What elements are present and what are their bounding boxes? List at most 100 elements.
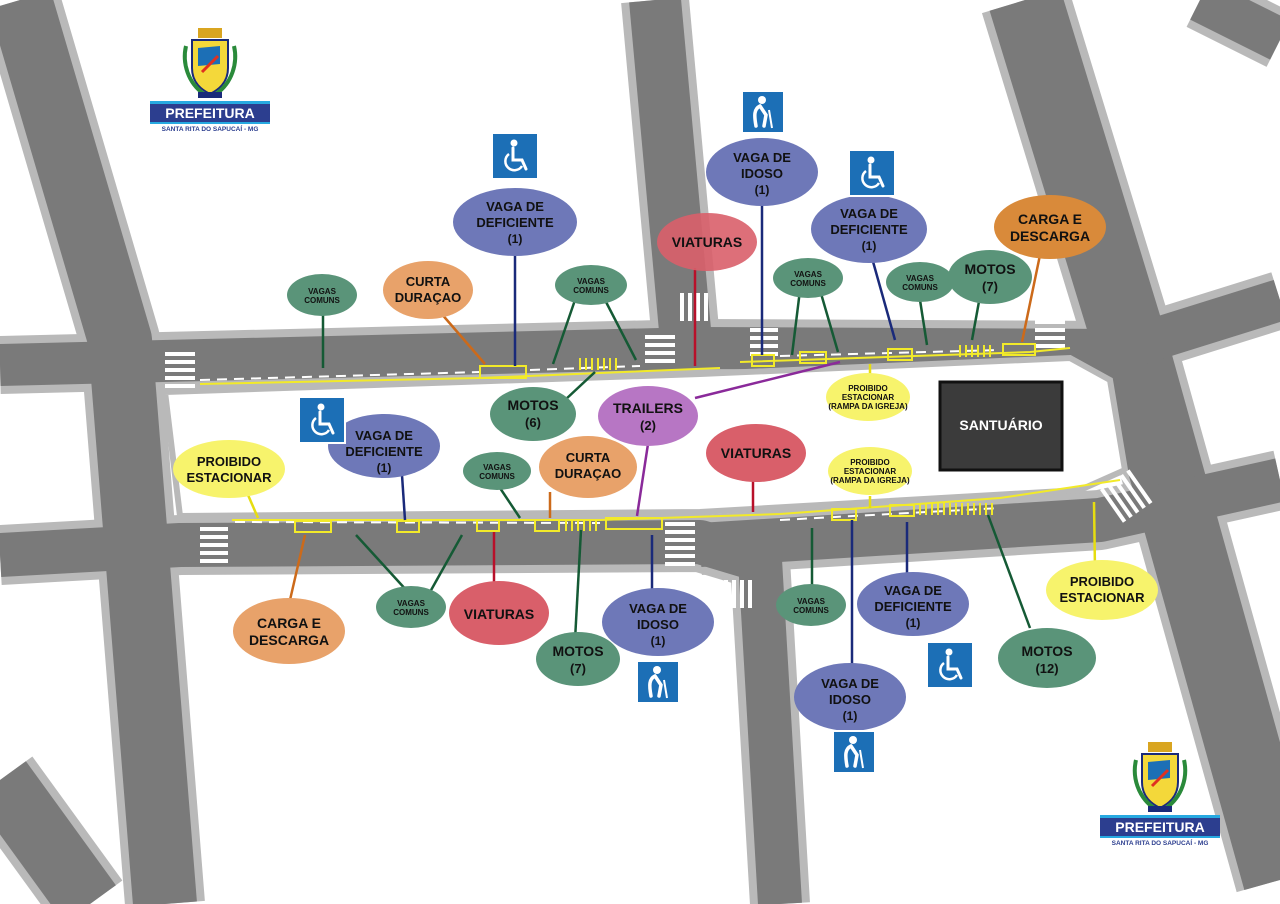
- bubble-line: COMUNS: [790, 279, 826, 288]
- bubble-line: IDOSO: [829, 692, 871, 707]
- bubble-line: IDOSO: [637, 617, 679, 632]
- bubble-line: DESCARGA: [1010, 228, 1090, 244]
- vagas-comuns-bubble-5: VAGAS COMUNS: [463, 452, 531, 490]
- leader-lines: [243, 205, 1097, 668]
- vagas-comuns-bubble-6: VAGAS COMUNS: [376, 586, 446, 628]
- elderly-person-icon: [635, 659, 681, 705]
- bubble-line: COMUNS: [304, 296, 340, 305]
- bubble-line: VAGAS: [794, 270, 823, 279]
- bubble-line: VAGAS: [308, 287, 337, 296]
- bubble-line: COMUNS: [573, 286, 609, 295]
- vagas-comuns-bubble-1: VAGAS COMUNS: [287, 274, 357, 316]
- elderly-person-icon: [831, 729, 877, 775]
- bubble-line: (1): [862, 239, 877, 253]
- elderly-person-icon: [740, 89, 786, 135]
- vagas-comuns-bubble-7: VAGAS COMUNS: [776, 584, 846, 626]
- bubble-line: PROIBIDO: [1070, 574, 1134, 589]
- idoso-bubble-2: VAGA DE IDOSO (1): [602, 588, 714, 656]
- bubble-line: MOTOS: [552, 643, 603, 659]
- bubble-line: ESTACIONAR: [844, 467, 897, 476]
- bubble-line: (1): [906, 616, 921, 630]
- logo-subtitle: SANTA RITA DO SAPUCAÍ - MG: [161, 126, 259, 133]
- carga-descarga-bubble-1: CARGA E DESCARGA: [994, 195, 1106, 259]
- bubble-line: VAGA DE: [355, 428, 413, 443]
- bubble-line: CARGA E: [257, 615, 321, 631]
- wheelchair-icon: [847, 148, 897, 198]
- deficiente-bubble-3: VAGA DE DEFICIENTE (1): [328, 414, 440, 478]
- parking-markings: [199, 343, 1121, 533]
- bubble-line: DEFICIENTE: [830, 222, 908, 237]
- curta-duracao-bubble-1: CURTA DURAÇAO: [383, 261, 473, 319]
- bubble-line: VAGAS: [906, 274, 935, 283]
- viaturas-bubble-1: VIATURAS: [657, 213, 757, 271]
- proibido-rampa-bubble-1: PROIBIDO ESTACIONAR (RAMPA DA IGREJA): [826, 373, 910, 421]
- bubble-line: IDOSO: [741, 166, 783, 181]
- bubble-line: VIATURAS: [672, 234, 743, 250]
- proibido-rampa-bubble-2: PROIBIDO ESTACIONAR (RAMPA DA IGREJA): [828, 447, 912, 495]
- bubble-line: (1): [377, 461, 392, 475]
- prefeitura-logo-top: PREFEITURA SANTA RITA DO SAPUCAÍ - MG: [150, 28, 270, 138]
- bubble-line: DEFICIENTE: [874, 599, 952, 614]
- motos-bubble-7-bottom: MOTOS (7): [536, 632, 620, 686]
- bubble-line: (1): [843, 709, 858, 723]
- deficiente-bubble-4: VAGA DE DEFICIENTE (1): [857, 572, 969, 636]
- bubble-line: DEFICIENTE: [476, 215, 554, 230]
- bubble-line: PROIBIDO: [197, 454, 261, 469]
- bubble-line: (12): [1035, 661, 1058, 676]
- bubble-line: VAGA DE: [733, 150, 791, 165]
- bubble-line: (1): [755, 183, 770, 197]
- bubble-line: MOTOS: [507, 397, 558, 413]
- bubble-line: DESCARGA: [249, 632, 329, 648]
- bubble-line: (RAMPA DA IGREJA): [828, 402, 908, 411]
- bubble-line: PROIBIDO: [850, 458, 890, 467]
- bubble-line: VIATURAS: [464, 606, 535, 622]
- bubble-line: (1): [508, 232, 523, 246]
- bubble-line: (6): [525, 415, 541, 430]
- bubble-line: (RAMPA DA IGREJA): [830, 476, 910, 485]
- viaturas-bubble-2: VIATURAS: [706, 424, 806, 482]
- idoso-bubble-1: VAGA DE IDOSO (1): [706, 138, 818, 206]
- bubble-line: MOTOS: [1021, 643, 1072, 659]
- vagas-comuns-bubble-2: VAGAS COMUNS: [555, 265, 627, 305]
- wheelchair-icon: [490, 131, 540, 181]
- bubble-line: ESTACIONAR: [842, 393, 895, 402]
- bubble-line: COMUNS: [479, 472, 515, 481]
- municipal-crest-icon: [182, 28, 238, 98]
- deficiente-bubble-1: VAGA DE DEFICIENTE (1): [453, 188, 577, 256]
- curta-duracao-bubble-2: CURTA DURAÇAO: [539, 436, 637, 498]
- bubble-line: COMUNS: [793, 606, 829, 615]
- bubble-line: ESTACIONAR: [187, 470, 273, 485]
- bubble-line: COMUNS: [393, 608, 429, 617]
- bubble-line: VAGAS: [397, 599, 426, 608]
- carga-descarga-bubble-2: CARGA E DESCARGA: [233, 598, 345, 664]
- bubble-line: COMUNS: [902, 283, 938, 292]
- santuario-building: SANTUÁRIO: [938, 380, 1064, 472]
- bubble-line: VIATURAS: [721, 445, 792, 461]
- wheelchair-icon: [297, 395, 347, 445]
- bubble-line: CARGA E: [1018, 211, 1082, 227]
- bubble-line: VAGAS: [577, 277, 606, 286]
- crosswalks: [165, 293, 1153, 608]
- motos-bubble-7-top: MOTOS (7): [948, 250, 1032, 304]
- motos-bubble-6: MOTOS (6): [490, 387, 576, 441]
- vagas-comuns-bubble-4: VAGAS COMUNS: [886, 262, 954, 302]
- idoso-bubble-3: VAGA DE IDOSO (1): [794, 663, 906, 731]
- bubble-line: (2): [640, 418, 656, 433]
- motos-bubble-12: MOTOS (12): [998, 628, 1096, 688]
- bubble-line: VAGA DE: [486, 199, 544, 214]
- logo-subtitle: SANTA RITA DO SAPUCAÍ - MG: [1111, 840, 1209, 847]
- vagas-comuns-bubble-3: VAGAS COMUNS: [773, 258, 843, 298]
- bubble-line: TRAILERS: [613, 400, 683, 416]
- bubble-line: MOTOS: [964, 261, 1015, 277]
- prefeitura-logo-bottom: PREFEITURA SANTA RITA DO SAPUCAÍ - MG: [1100, 742, 1220, 852]
- bubble-line: ESTACIONAR: [1060, 590, 1146, 605]
- bubble-line: CURTA: [406, 274, 451, 289]
- bubble-line: (7): [982, 279, 998, 294]
- bubble-line: (1): [651, 634, 666, 648]
- bubble-line: VAGA DE: [821, 676, 879, 691]
- bubble-line: VAGAS: [797, 597, 826, 606]
- bubble-line: DEFICIENTE: [345, 444, 423, 459]
- logo-title: PREFEITURA: [1100, 815, 1220, 838]
- municipal-crest-icon: [1132, 742, 1188, 812]
